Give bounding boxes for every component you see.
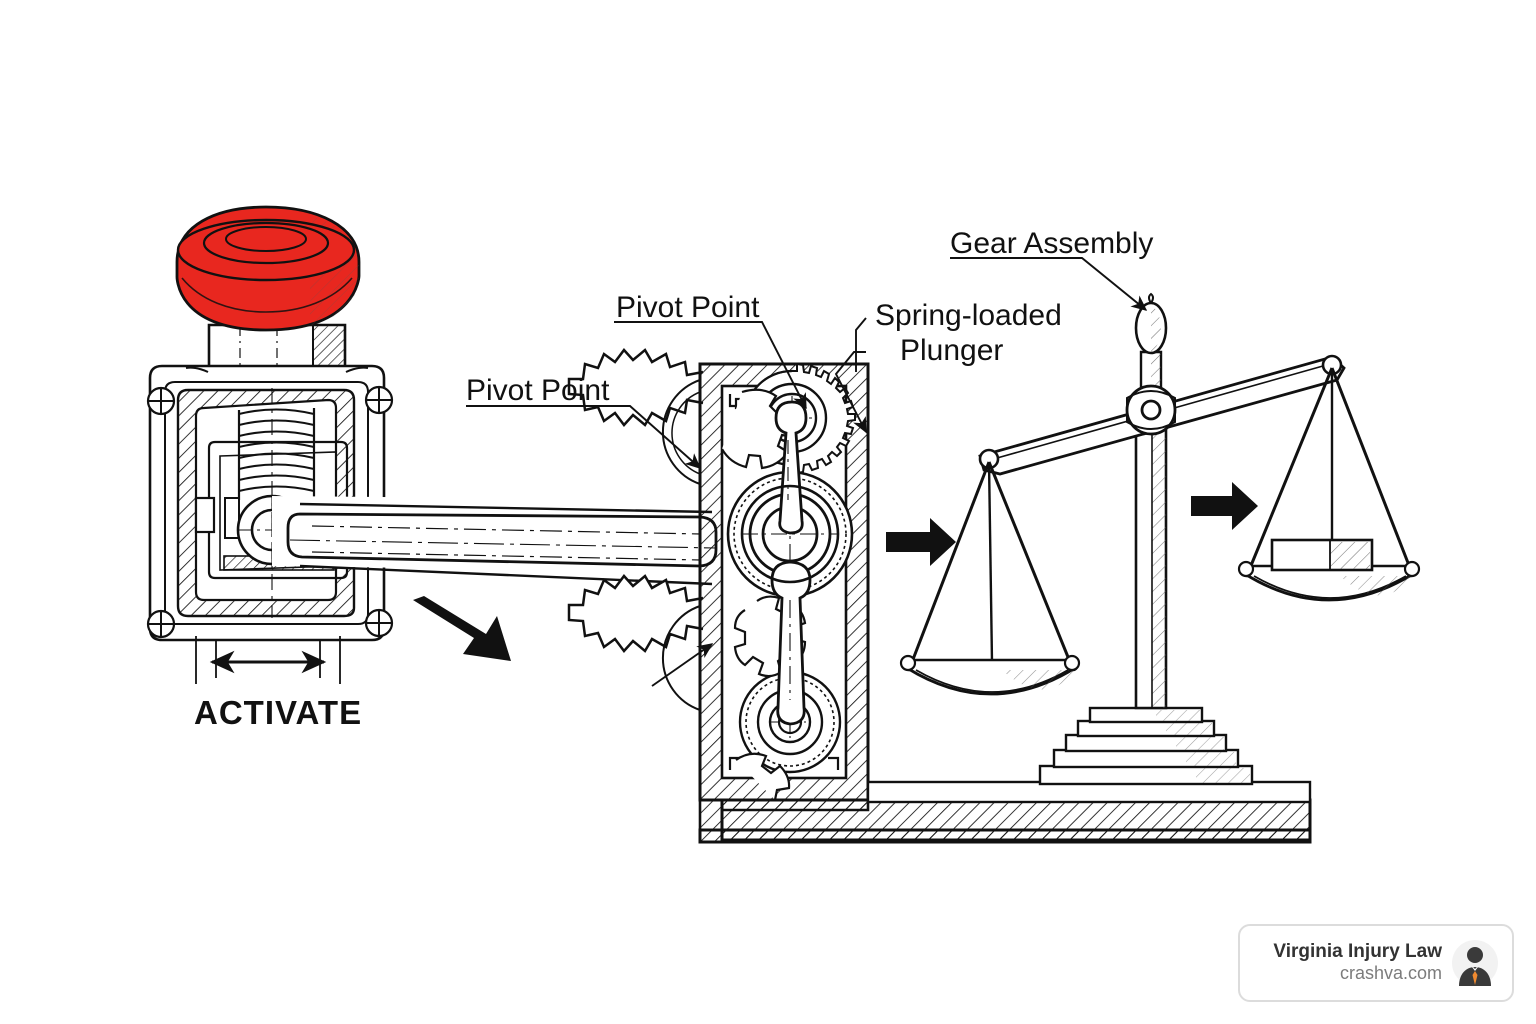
plate-screw-top-left xyxy=(146,386,176,416)
motion-arrow-button xyxy=(413,596,511,661)
activate-dimension xyxy=(195,636,341,684)
plate-screw-top-right xyxy=(364,385,394,415)
scale-pedestal xyxy=(1038,706,1254,786)
spring-loaded-label-line1: Spring-loaded xyxy=(875,299,1062,332)
plate-screw-bottom-left xyxy=(146,609,176,639)
foundation-base xyxy=(698,780,1312,844)
plate-screw-bottom-right xyxy=(364,608,394,638)
watermark-title: Virginia Injury Law xyxy=(1273,941,1442,963)
scale-column xyxy=(1134,292,1168,710)
connecting-link-arm xyxy=(272,496,790,586)
external-gear-lower xyxy=(567,574,704,711)
motion-arrows xyxy=(413,482,1258,661)
weight-block xyxy=(1270,538,1374,572)
motion-arrow-right-pan xyxy=(1191,482,1258,530)
gear-housing-assembly xyxy=(567,348,870,832)
pivot-point-right-label: Pivot Point xyxy=(616,291,760,324)
watermark-text-block: Virginia Injury Law crashva.com xyxy=(1273,941,1442,984)
scale-beam xyxy=(978,354,1346,476)
emergency-stop-button-head[interactable] xyxy=(175,205,361,332)
activate-label: ACTIVATE xyxy=(194,694,362,731)
push-button-assembly: ACTIVATE xyxy=(146,205,394,731)
spring-loaded-label-line2: Plunger xyxy=(900,334,1003,367)
scale-pan-right xyxy=(1237,367,1421,602)
gear-assembly-label: Gear Assembly xyxy=(950,227,1153,260)
watermark-badge[interactable]: Virginia Injury Law crashva.com xyxy=(1238,924,1514,1002)
pivot-point-left-label: Pivot Point xyxy=(466,374,610,407)
person-avatar-icon xyxy=(1452,940,1498,986)
internal-rocker-linkage xyxy=(770,400,812,726)
watermark-url: crashva.com xyxy=(1339,963,1442,984)
balance-scale xyxy=(899,292,1421,786)
scale-pan-left xyxy=(899,461,1081,696)
pivot-joint-right xyxy=(740,484,840,584)
callout-underlines xyxy=(466,257,1082,407)
motion-arrow-left-pan xyxy=(886,518,956,566)
